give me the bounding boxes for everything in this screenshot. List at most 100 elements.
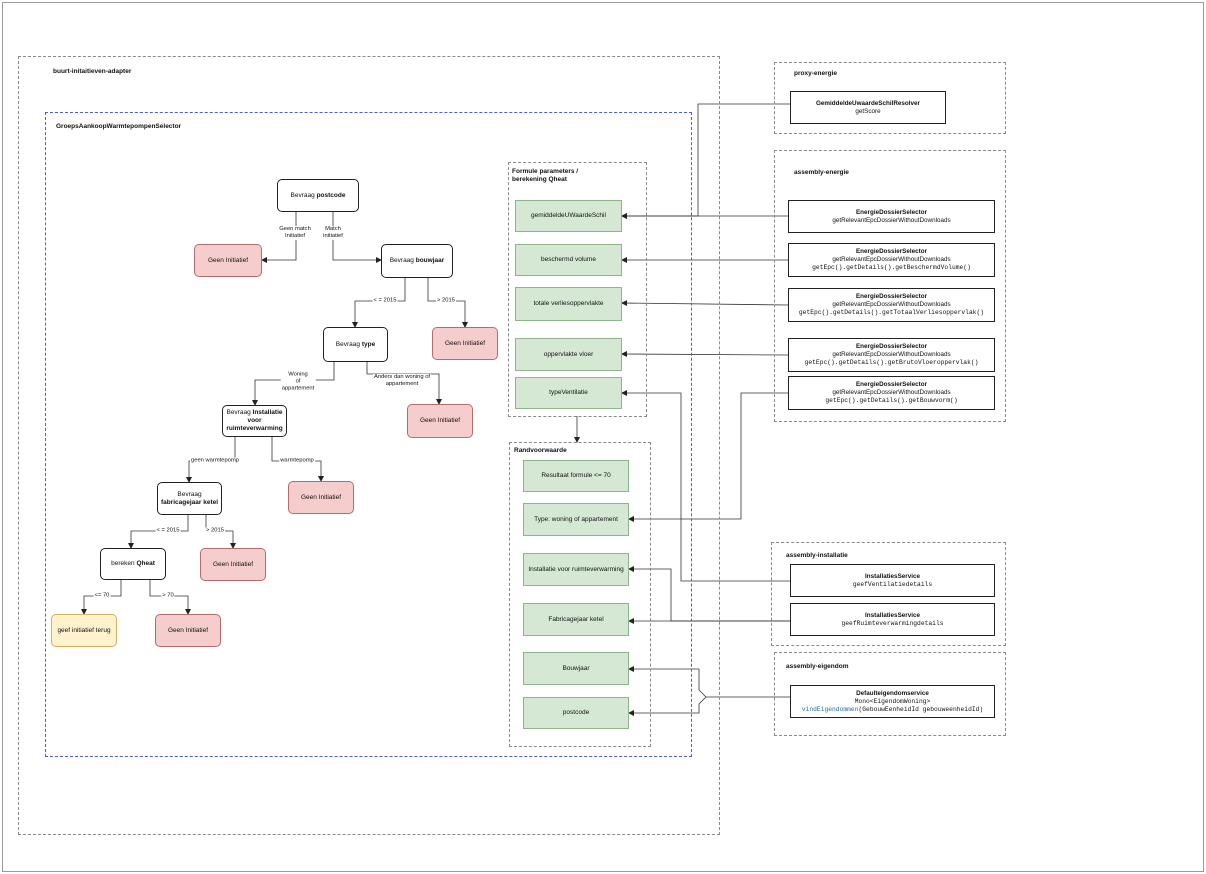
service-params: (GebouwEenheidId gebouweenheidId): [858, 705, 984, 713]
service-title: EnergieDossierSelector: [855, 248, 928, 255]
edge-label-woning: Woning of appartement: [280, 371, 316, 393]
decision-bouwjaar-label: bouwjaar: [415, 257, 445, 264]
container-adapter-title: buurt-initaitieven-adapter: [53, 68, 132, 75]
container-proxy-energie: [774, 62, 1006, 134]
edge-label-gt-2015: > 2015: [436, 297, 456, 305]
edge-label-le-70: <= 70: [93, 592, 111, 600]
container-randvoorwaarde: [509, 442, 651, 747]
param-uwaarde-schil: gemiddeldeUWaardeSchil: [515, 200, 622, 232]
outcome-geen-initiatief: Geen Initiatief: [407, 404, 473, 438]
container-selector: [45, 112, 692, 757]
decision-bouwjaar: Bevraag bouwjaar: [381, 244, 453, 278]
service-installaties: InstallatiesService geefVentilatiedetail…: [790, 564, 995, 597]
service-method: getRelevantEpcDossierWithoutDownloads: [832, 301, 951, 308]
service-call: getEpc().getDetails().getBrutoVloeropper…: [804, 359, 979, 366]
edge-eigendom-postcode: [628, 696, 707, 716]
edge-ventilatie: [621, 390, 790, 582]
service-eigendom: Defaulteigendomservice Mono<EigendomWoni…: [790, 685, 995, 718]
container-assembly-eigendom-title: assembly-eigendom: [786, 663, 849, 670]
decision-type-label: type: [361, 340, 376, 348]
service-title: EnergieDossierSelector: [855, 208, 928, 216]
outcome-geen-initiatief: Geen Initiatief: [432, 327, 498, 360]
service-energie-dossier: EnergieDossierSelector getRelevantEpcDos…: [788, 376, 995, 410]
service-title: EnergieDossierSelector: [855, 381, 928, 388]
container-randvoorwaarde-title: Randvoorwaarde: [514, 447, 567, 454]
service-uwaarde-resolver: GemiddeldeUwaardeSchilResolver getScore: [790, 91, 946, 124]
service-title: EnergieDossierSelector: [855, 343, 928, 350]
decision-type: Bevraag type: [323, 327, 388, 362]
container-assembly-eigendom: [774, 652, 1006, 736]
container-assembly-installatie: [771, 542, 1006, 646]
service-call: geefRuimteverwarmingdetails: [841, 619, 944, 627]
service-method: getRelevantEpcDossierWithoutDownloads: [832, 351, 951, 358]
rand-bouwjaar: Bouwjaar: [523, 652, 629, 685]
edge-energie4-vloer: [621, 351, 789, 358]
rand-postcode: postcode: [523, 697, 629, 729]
service-energie-dossier: EnergieDossierSelector getRelevantEpcDos…: [788, 338, 995, 372]
outcome-geen-initiatief: Geen Initiatief: [194, 244, 262, 277]
edge-label-warmtepomp: warmtepomp: [279, 457, 315, 465]
service-title: InstallatiesService: [865, 611, 920, 619]
outcome-geen-initiatief: Geen Initiatief: [200, 548, 266, 581]
edge-label-match: Match initiatief: [322, 226, 344, 240]
outcome-geef-initiatief-terug: geef initiatief terug: [51, 614, 117, 647]
service-installaties: InstallatiesService geefRuimteverwarming…: [790, 603, 995, 636]
service-title: InstallatiesService: [865, 572, 920, 580]
rand-fabricagejaar: Fabricagejaar ketel: [523, 603, 629, 636]
param-type-ventilatie: typeVentilatie: [515, 377, 622, 409]
service-energie-dossier: EnergieDossierSelector getRelevantEpcDos…: [788, 243, 995, 277]
decision-qheat-prefix: bereken: [111, 560, 137, 567]
decision-qheat: bereken Qheat: [100, 548, 166, 580]
container-selector-title: GroepsAankoopWarmtepompenSelector: [56, 123, 182, 130]
decision-postcode-label: postcode: [316, 191, 346, 199]
edge-label-gt-2015: > 2015: [205, 527, 225, 535]
decision-fabricage: Bevraag fabricagejaar ketel: [157, 482, 222, 515]
service-method: getRelevantEpcDossierWithoutDownloads: [832, 256, 951, 263]
decision-fabricage-label: fabricagejaar ketel: [160, 498, 219, 506]
container-proxy-energie-title: proxy-energie: [794, 70, 837, 77]
service-call: getEpc().getDetails().getTotaalVerliesop…: [798, 309, 985, 316]
container-adapter: [18, 56, 720, 835]
container-formule-title: Formule parameters / berekening Qheat: [512, 168, 579, 183]
outcome-geen-initiatief: Geen Initiatief: [155, 614, 221, 647]
service-method: getScore: [855, 107, 881, 115]
service-return-type: Mono<EigendomWoning>: [854, 697, 931, 705]
decision-postcode-prefix: Bevraag: [290, 191, 317, 199]
edge-energie5-type: [628, 392, 788, 522]
edge-label-gt-70: > 70: [161, 592, 175, 600]
edge-label-anders: Anders dan woning of appartement: [372, 374, 432, 388]
service-call: getEpc().getDetails().getBouwvorm(): [825, 397, 958, 404]
service-method: vindEigendommen: [801, 705, 859, 713]
service-title: Defaulteigendomservice: [856, 689, 929, 697]
decision-type-prefix: Bevraag: [335, 340, 362, 348]
container-assembly-energie: [774, 150, 1006, 422]
decision-fabricage-prefix: Bevraag: [177, 490, 202, 498]
decision-installatie-prefix: Bevraag: [226, 409, 253, 416]
container-assembly-energie-title: assembly-energie: [794, 169, 849, 176]
edge-label-le-2015: < = 2015: [155, 527, 181, 535]
outcome-geen-initiatief: Geen Initiatief: [288, 481, 354, 514]
service-title: EnergieDossierSelector: [855, 293, 928, 300]
param-beschermd-volume: beschermd volume: [515, 244, 622, 276]
service-method: getRelevantEpcDossierWithoutDownloads: [832, 389, 951, 396]
decision-postcode: Bevraag postcode: [277, 179, 359, 212]
decision-bouwjaar-prefix: Bevraag: [389, 257, 416, 264]
service-call: geefVentilatiedetails: [852, 580, 933, 588]
container-formule: [508, 162, 647, 417]
service-energie-dossier: EnergieDossierSelector getRelevantEpcDos…: [788, 288, 995, 322]
param-verliesoppervlakte: totale verliesoppervlakte: [515, 287, 622, 321]
edge-label-le-2015: < = 2015: [372, 297, 398, 305]
rand-installatie: Installatie voor ruimteverwarming: [523, 553, 629, 586]
edge-label-geen-match: Geen match Initiatief: [278, 226, 312, 240]
rand-type-woning: Type: woning of appartement: [523, 503, 629, 536]
param-oppervlakte-vloer: oppervlakte vloer: [515, 338, 622, 371]
service-title: GemiddeldeUwaardeSchilResolver: [816, 99, 920, 107]
service-call: getEpc().getDetails().getBeschermdVolume…: [812, 264, 971, 271]
edge-energie3-verlies: [621, 300, 789, 307]
decision-installatie-label: Installatie voor ruimteverwarming: [226, 409, 283, 432]
edge-eigendom-bouwjaar: [628, 666, 790, 698]
service-method: getRelevantEpcDossierWithoutDownloads: [832, 216, 951, 224]
